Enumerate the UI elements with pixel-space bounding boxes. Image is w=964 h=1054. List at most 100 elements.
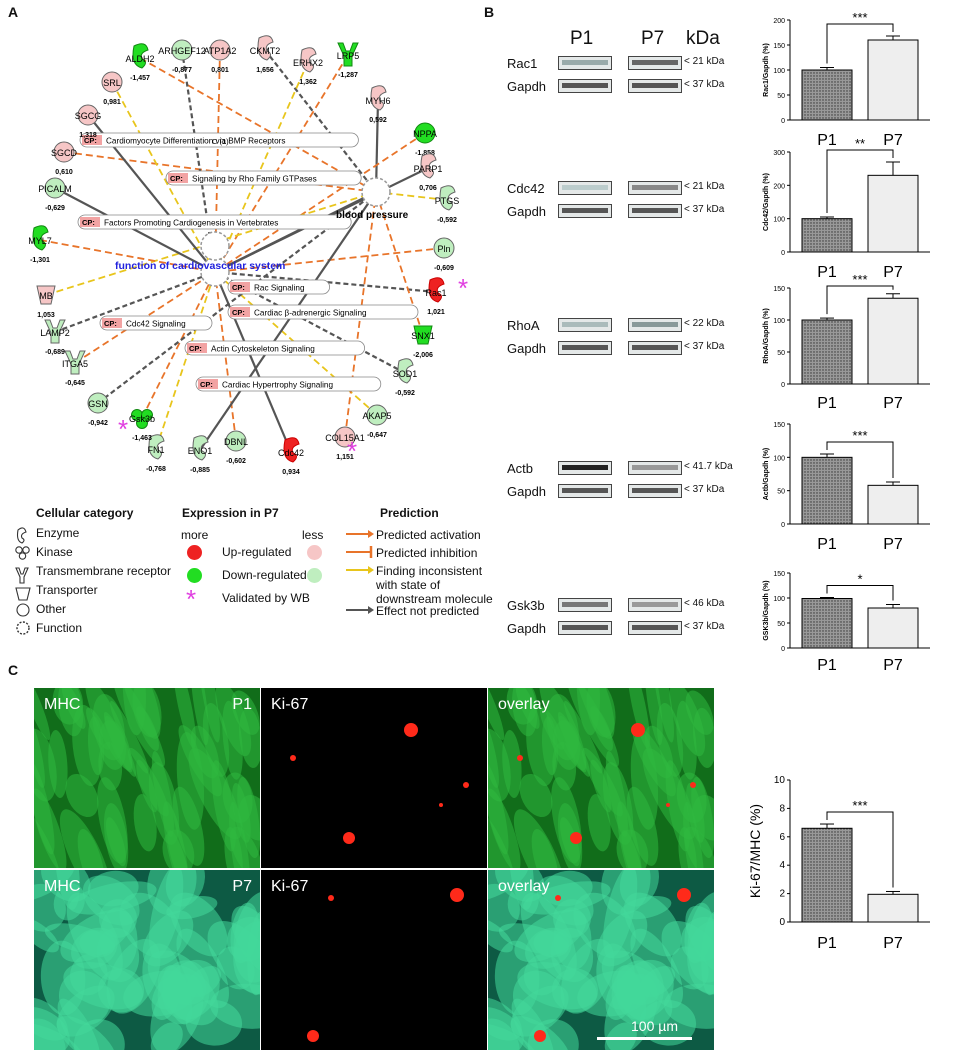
timepoint-label: P7 xyxy=(232,878,252,895)
blot-band-p1 xyxy=(558,181,612,195)
fold-change-value: -0,592 xyxy=(437,217,457,224)
significance-label: *** xyxy=(852,272,867,287)
fold-change-value: 1,151 xyxy=(336,454,354,461)
gene-name: FN1 xyxy=(147,445,164,455)
blot-band-p1 xyxy=(558,318,612,332)
pathway-label: Cardiomyocyte Differentiation via BMP Re… xyxy=(106,137,285,146)
not-predicted-arrow-icon xyxy=(346,606,374,614)
legend-effect-not-predicted: Effect not predicted xyxy=(376,604,480,618)
gene-name: NPPA xyxy=(413,129,437,139)
down-regulated-swatch xyxy=(187,568,202,583)
gene-name: SGCG xyxy=(75,111,102,121)
y-tick-label: 50 xyxy=(777,93,785,100)
gapdh-band-p7 xyxy=(628,341,682,355)
gene-name: CKMT2 xyxy=(250,46,281,56)
gene-name: DBNL xyxy=(224,437,248,447)
function-hub-icon xyxy=(200,231,230,261)
cp-tag: CP: xyxy=(170,174,183,183)
blot-band-p7 xyxy=(628,56,682,70)
gene-node-lamp2: LAMP2-0,689 xyxy=(40,319,70,356)
channel-label: Ki-67 xyxy=(271,878,309,895)
gene-name: MB xyxy=(39,291,53,301)
scale-bar xyxy=(597,1037,692,1040)
fold-change-value: -0,592 xyxy=(395,390,415,397)
pathway-box: CP:Factors Promoting Cardiogenesis in Ve… xyxy=(77,214,352,230)
y-tick-label: 0 xyxy=(781,118,785,125)
y-tick-label: 6 xyxy=(779,832,785,843)
c1-label: C (1) xyxy=(212,137,229,146)
up-regulated-swatch xyxy=(187,545,202,560)
fold-change-value: 0,592 xyxy=(369,117,387,124)
fold-change-value: -0,602 xyxy=(226,458,246,465)
protein-label: Rac1 xyxy=(507,56,538,71)
pathway-network-diagram: CP: Cardiomyocyte Differentiation via BMP… xyxy=(28,35,468,476)
gene-node-aldh2: ALDH2-1,457 xyxy=(125,43,155,82)
bar-p7 xyxy=(867,484,919,525)
y-axis-label: Ki-67/MHC (%) xyxy=(747,804,763,898)
x-tick-label: P1 xyxy=(817,264,837,281)
panel-b-letter: B xyxy=(484,4,495,20)
fold-change-value: -0,647 xyxy=(367,432,387,439)
loading-size-marker: < 37 kDa xyxy=(684,621,725,632)
fold-change-value: -1,858 xyxy=(415,150,435,157)
gapdh-band-p1 xyxy=(558,204,612,218)
legend-prediction-title: Prediction xyxy=(380,506,439,520)
other-icon xyxy=(16,603,30,617)
gene-name: PTGS xyxy=(435,196,460,206)
header-kda: kDa xyxy=(686,28,720,49)
loading-label: Gapdh xyxy=(507,621,547,636)
gene-name: MYH6 xyxy=(365,96,390,106)
size-marker: < 41.7 kDa xyxy=(684,461,733,472)
pathway-label: Cardiac β-adrenergic Signaling xyxy=(254,309,367,318)
gene-node-myl7: MYL7-1,301 xyxy=(28,225,52,264)
significance-label: *** xyxy=(852,428,867,443)
pathway-box: CP:Cardiac Hypertrophy Signaling xyxy=(195,376,382,392)
micrograph-ki-67-p1: Ki-67 xyxy=(261,688,487,868)
x-tick-label: P1 xyxy=(817,536,837,553)
fold-change-value: 1,318 xyxy=(79,132,97,139)
blot-band-p1 xyxy=(558,461,612,475)
y-tick-label: 0 xyxy=(781,646,785,653)
y-tick-label: 300 xyxy=(773,150,785,157)
significance-bracket xyxy=(826,585,894,601)
channel-label: Ki-67 xyxy=(271,696,309,713)
fold-change-value: 0,981 xyxy=(103,99,121,106)
legend-other: Other xyxy=(36,602,67,616)
network-edge xyxy=(199,191,377,451)
gene-name: PARP1 xyxy=(414,164,443,174)
significance-label: *** xyxy=(852,798,867,813)
fold-change-value: -2,006 xyxy=(413,352,433,359)
network-edge xyxy=(141,271,216,419)
asterisk-icon: * xyxy=(118,414,128,444)
blot-band-p7 xyxy=(628,461,682,475)
legend-kinase: Kinase xyxy=(36,545,73,559)
gene-node-gsn: GSN-0,942 xyxy=(87,392,109,427)
transmembrane-receptor-icon xyxy=(15,567,29,584)
loading-label: Gapdh xyxy=(507,341,547,356)
x-tick-label: P7 xyxy=(883,536,903,553)
prediction-line-icons xyxy=(346,530,374,614)
legend-more: more xyxy=(181,528,209,542)
header-p7: P7 xyxy=(641,28,665,49)
protein-label: Actb xyxy=(507,461,534,476)
gene-name: ENO1 xyxy=(188,446,213,456)
legend-predicted-inhibition: Predicted inhibition xyxy=(376,546,478,560)
network-edge xyxy=(39,239,216,273)
bar-p7 xyxy=(867,607,919,649)
y-tick-label: 0 xyxy=(781,522,785,529)
significance-label: ** xyxy=(855,136,865,151)
size-marker: < 21 kDa xyxy=(684,56,725,67)
fold-change-value: 0,801 xyxy=(211,67,229,74)
protein-label: Gsk3b xyxy=(507,598,545,613)
loading-label: Gapdh xyxy=(507,79,547,94)
legend-validated: Validated by WB xyxy=(222,591,310,605)
